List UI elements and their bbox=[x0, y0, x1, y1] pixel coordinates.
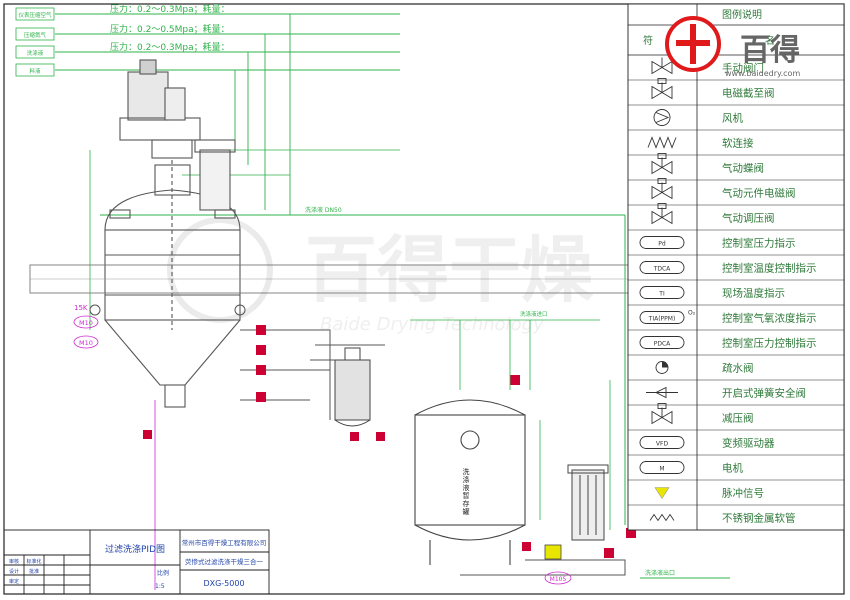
pressure-control-icon: PDCA bbox=[639, 336, 685, 349]
title-drawing-no: DXG-5000 bbox=[203, 579, 244, 588]
legend-symbol-text: PDCA bbox=[654, 341, 671, 348]
instrument-tags-left: 15K M10 M10 bbox=[73, 304, 99, 349]
tag-m105: M105 bbox=[550, 576, 567, 583]
legend-item-label: 气动元件电磁阀 bbox=[722, 187, 796, 200]
legend-col-symbol: 符 bbox=[643, 34, 653, 47]
legend-symbol-text: M bbox=[659, 466, 664, 473]
title-row-4: 批准 bbox=[29, 568, 39, 575]
title-row-3: 标准化 bbox=[26, 558, 41, 565]
legend-item-label: 控制室压力控制指示 bbox=[722, 337, 817, 350]
tag-15k: 15K bbox=[74, 304, 88, 312]
oxygen-indicator-icon: TIA(PPM) O₂ bbox=[639, 310, 696, 324]
motor-icon: M bbox=[639, 461, 685, 474]
legend-item-label: 脉冲信号 bbox=[722, 487, 764, 500]
tag-m10-top: M10 bbox=[79, 319, 93, 327]
legend-item-label: 疏水阀 bbox=[722, 362, 754, 375]
flexible-joint-icon bbox=[647, 136, 677, 149]
supply-spec-n2: 压力：0.2～0.5Mpa；耗量： bbox=[110, 23, 230, 35]
main-wash-label: 洗涤液 DN50 bbox=[305, 206, 342, 214]
legend-symbol-sub: O₂ bbox=[688, 310, 696, 317]
wash-liquid-tank bbox=[414, 399, 526, 565]
legend-item-label: 风机 bbox=[722, 112, 743, 125]
legend-item-label: 现场温度指示 bbox=[722, 287, 785, 300]
legend-item-label: 开启式弹簧安全阀 bbox=[722, 387, 806, 400]
title-scale-label: 比例 bbox=[157, 569, 169, 577]
title-block bbox=[3, 529, 270, 595]
supply-tag-air: 仪表压缩空气 bbox=[18, 11, 52, 19]
wash-outlet-label: 洗涤液出口 bbox=[645, 569, 675, 577]
title-equipment: 荧惨式过滤洗涤干燥三合一 bbox=[185, 557, 264, 566]
supply-tag-wash: 洗涤液 bbox=[27, 49, 44, 57]
legend-col-name: 名 bbox=[765, 34, 775, 47]
filter-dryer-vessel bbox=[104, 59, 241, 408]
brand-name: 百得 bbox=[740, 33, 800, 68]
title-row-1: 设计 bbox=[9, 568, 19, 575]
supply-tag-n2: 压缩氮气 bbox=[24, 31, 47, 39]
pneumatic-control-valve-icon bbox=[651, 203, 673, 225]
steam-trap-icon bbox=[655, 361, 669, 374]
supply-spec-air: 压力：0.2～0.3Mpa；耗量： bbox=[110, 3, 230, 15]
legend-symbol-text: VFD bbox=[656, 441, 669, 448]
tag-m10-bottom: M10 bbox=[79, 339, 93, 347]
legend-symbol-text: TDCA bbox=[653, 266, 671, 273]
title-company: 常州市百得干燥工程有限公司 bbox=[182, 538, 267, 547]
legend-item-label: 电机 bbox=[722, 462, 743, 475]
title-row-2: 审定 bbox=[9, 578, 19, 585]
legend-item-label: 减压阀 bbox=[722, 412, 754, 425]
title-row-0: 审核 bbox=[9, 558, 19, 565]
legend-symbol-text: TI bbox=[658, 291, 665, 298]
legend-title: 图例说明 bbox=[722, 8, 762, 21]
metal-hose-icon bbox=[649, 513, 675, 522]
bag-filter bbox=[315, 344, 385, 427]
fan-icon bbox=[653, 109, 671, 126]
supply-lines: 仪表压缩空气 压缩氮气 洗涤液 料液 压力：0.2～0.3Mpa；耗量： 压力：… bbox=[15, 3, 400, 215]
brand-logo: 百得 www.baidedry.com bbox=[665, 16, 800, 78]
title-drawing-name: 过滤洗涤PID图 bbox=[105, 543, 165, 555]
legend-item-label: 变频驱动器 bbox=[722, 437, 775, 450]
legend-symbol-text: Pd bbox=[658, 241, 666, 248]
pressure-reducing-valve-icon bbox=[651, 403, 673, 425]
legend-item-label: 气动调压阀 bbox=[722, 212, 775, 225]
wash-inlet-label: 洗涤液进口 bbox=[520, 310, 548, 318]
legend-item-label: 气动蝶阀 bbox=[722, 162, 764, 175]
legend-item-label: 控制室气氧浓度指示 bbox=[722, 312, 817, 325]
pneumatic-butterfly-valve-icon bbox=[651, 153, 673, 175]
temperature-control-icon: TDCA bbox=[639, 261, 685, 274]
supply-spec-wash: 压力：0.2～0.3Mpa；耗量： bbox=[110, 41, 230, 53]
legend-item-label: 软连接 bbox=[722, 137, 754, 150]
transfer-pump bbox=[544, 544, 562, 560]
legend-item-label: 控制室压力指示 bbox=[722, 237, 796, 250]
watermark-text: 百得干燥 bbox=[305, 228, 594, 312]
cartridge-filter bbox=[567, 464, 609, 541]
tank-label: 洗涤液暂存罐 bbox=[462, 467, 470, 516]
vfd-icon: VFD bbox=[639, 436, 685, 449]
watermark-subtext: Baide Drying Technology bbox=[320, 314, 544, 335]
brand-url: www.baidedry.com bbox=[725, 69, 800, 78]
discharge-piping bbox=[143, 325, 636, 558]
pulse-signal-icon bbox=[654, 487, 670, 500]
legend-symbol-text: TIA(PPM) bbox=[648, 316, 676, 323]
legend-item-label: 电磁截至阀 bbox=[722, 87, 775, 100]
safety-valve-icon bbox=[646, 386, 678, 399]
supply-tag-feed: 料液 bbox=[29, 67, 41, 75]
solenoid-valve-icon bbox=[651, 78, 673, 100]
legend-item-label: 不锈钢金属软管 bbox=[722, 512, 796, 525]
pressure-indicator-icon: Pd bbox=[639, 236, 685, 249]
main-wash-line: 洗涤液 DN50 bbox=[89, 150, 626, 590]
brand-watermark: 百得干燥 Baide Drying Technology bbox=[167, 217, 594, 335]
title-scale-value: 1:5 bbox=[155, 583, 165, 590]
legend-item-label: 手动阀门 bbox=[722, 62, 764, 75]
temperature-indicator-icon: TI bbox=[639, 286, 685, 299]
legend-item-label: 控制室温度控制指示 bbox=[722, 262, 817, 275]
pneumatic-solenoid-icon bbox=[651, 178, 673, 200]
